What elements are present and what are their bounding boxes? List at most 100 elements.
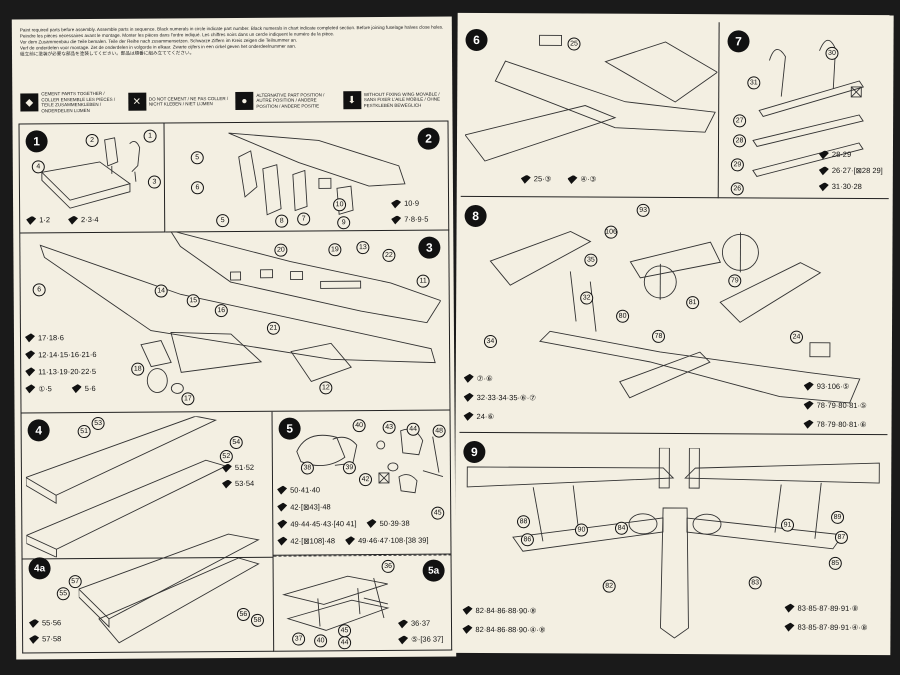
parts-text: 24·⑥ — [476, 411, 495, 422]
wing-fuselage-drawing — [464, 34, 718, 162]
legend-text: ALTERNATIVE PART POSITION / AUTRE POSITI… — [256, 92, 325, 109]
part-callout: 80 — [616, 309, 630, 323]
legend-item-cement: ◆CEMENT PARTS TOGETHER / COLLER ENSEMBLE… — [20, 85, 122, 120]
glue-icon — [25, 384, 35, 393]
step-9-parts-right: 83·85·87·89·91·⑧ 83·85·87·89·91·④·⑧ — [784, 599, 868, 637]
step-5-parts: 50·41·40 42·[⊠43]·48 49·44·45·43·[40 41]… — [277, 481, 429, 550]
parts-text: ①·5 — [38, 384, 52, 394]
glue-icon — [819, 150, 829, 159]
part-callout: 7 — [297, 212, 311, 226]
step-5a-panel: 5a 36 37 40 44 45 36·37 ⑤·[36 37] — [273, 554, 453, 652]
glue-icon — [819, 166, 829, 175]
parts-row: ⑦·⑥ — [464, 369, 536, 388]
parts-row: 82·84·86·88·90·④·⑧ — [462, 620, 546, 639]
part-callout: 20 — [274, 243, 288, 257]
parts-text: 55·56 — [41, 618, 62, 628]
part-callout: 45 — [431, 506, 445, 520]
part-callout: 28 — [732, 134, 747, 148]
part-callout: 44 — [406, 422, 420, 436]
glue-icon — [277, 486, 287, 495]
parts-text: 12·14·15·16·21·6 — [38, 349, 97, 360]
fuselage-half-drawing — [228, 132, 406, 216]
parts-text: 26·27·[⊠28 29] — [831, 165, 883, 176]
no-glue-icon: ✕ — [127, 92, 146, 111]
step-4a-panel: 4a 55 57 56 58 55·56 57·58 — [21, 533, 275, 654]
parts-row: 17·18·6 — [25, 329, 96, 346]
part-callout: 5 — [216, 214, 230, 228]
parts-text: 11·13·19·20·22·5 — [38, 366, 97, 377]
parts-row: 50·41·40 — [277, 481, 428, 499]
part-callout: 4 — [31, 160, 45, 174]
parts-row: 32·33·34·35·⑥·⑦ — [464, 388, 536, 407]
step-4a-parts: 55·56 57·58 — [29, 615, 61, 647]
part-callout: 36 — [381, 559, 395, 573]
part-callout: 13 — [356, 241, 370, 255]
glue-icon — [68, 216, 78, 225]
cockpit-floor-drawing — [40, 137, 141, 209]
part-callout: 22 — [382, 248, 396, 262]
glue-icon — [463, 606, 473, 615]
glue-icon — [391, 199, 401, 208]
parts-row: 51·52 — [222, 460, 254, 476]
part-callout: 54 — [229, 435, 243, 450]
part-callout: 56 — [236, 607, 250, 621]
part-callout: 51 — [77, 425, 91, 439]
glue-icon — [819, 182, 829, 191]
tail-assembly-drawing — [282, 575, 390, 631]
parts-text: 28·29 — [831, 149, 852, 159]
parts-row: 24·⑥ — [464, 407, 536, 426]
step-2-panel: 2 5 6 7 8 9 10 10·9 7·8·9·5 — [164, 120, 450, 233]
intro-text: Paint required parts before assembly. As… — [20, 25, 444, 58]
glue-icon — [277, 520, 287, 529]
glue-icon — [784, 623, 794, 632]
step-9-parts-left: 82·84·86·88·90·⑧ 82·84·86·88·90·④·⑧ — [462, 601, 546, 639]
glue-icon — [222, 480, 232, 489]
parts-text: 50·39·38 — [379, 518, 410, 528]
parts-row: 31·30·28 — [819, 179, 883, 195]
symbol-legend: ◆CEMENT PARTS TOGETHER / COLLER ENSEMBLE… — [20, 83, 444, 120]
glue-icon — [804, 382, 814, 391]
part-callout: 34 — [483, 335, 497, 349]
step-1-parts: 1·2 2·3·4 — [26, 212, 99, 229]
part-callout: 37 — [292, 632, 306, 646]
parts-text: 5·6 — [84, 383, 96, 394]
part-callout: 6 — [190, 181, 204, 195]
parts-text: 93·106·⑤ — [816, 381, 850, 391]
part-callout: 43 — [382, 420, 396, 434]
part-callout: 57 — [68, 575, 82, 589]
legend-text: DO NOT CEMENT / NE PAS COLLER / NICHT KL… — [148, 95, 229, 107]
part-callout: 32 — [580, 291, 594, 305]
parts-text: 49·44·45·43·[40 41] — [290, 519, 357, 529]
part-callout: 53 — [91, 416, 105, 430]
lower-wing-drawing — [78, 533, 260, 644]
glue-icon — [29, 635, 39, 644]
parts-text: 51·52 — [234, 462, 255, 472]
glue-icon: ◆ — [20, 93, 39, 112]
part-callout: 106 — [604, 225, 618, 239]
parts-text: 17·18·6 — [37, 333, 64, 343]
parts-text: 2·3·4 — [80, 214, 99, 225]
parts-text: 82·84·86·88·90·④·⑧ — [475, 624, 546, 635]
part-callout: 15 — [186, 294, 200, 308]
part-callout: 40 — [352, 419, 366, 433]
part-callout: 3 — [147, 175, 161, 189]
step-8-parts-left: ⑦·⑥ 32·33·34·35·⑥·⑦ 24·⑥ — [464, 369, 537, 426]
parts-row: ⑤·[36 37] — [398, 632, 443, 648]
part-callout: 45 — [338, 624, 352, 638]
legend-text: CEMENT PARTS TOGETHER / COLLER ENSEMBLE … — [41, 90, 116, 113]
parts-row: 49·44·45·43·[40 41] 50·39·38 — [277, 515, 428, 533]
part-callout: 5 — [190, 151, 204, 165]
glue-icon — [277, 537, 287, 546]
parts-row: 26·27·[⊠28 29] — [819, 163, 883, 179]
parts-row: 12·14·15·16·21·6 — [25, 346, 97, 363]
part-callout: 18 — [131, 362, 145, 376]
glue-icon — [464, 412, 474, 421]
glue-icon — [804, 401, 814, 410]
parts-text: ⑤·[36 37] — [411, 634, 444, 644]
glue-icon — [26, 216, 36, 225]
part-callout: 19 — [328, 243, 342, 257]
step-2-parts: 10·9 7·8·9·5 — [391, 196, 428, 228]
parts-text: 1·2 — [39, 215, 51, 225]
step-9-panel: 9 88 86 90 84 82 91 89 87 85 83 82·84·86… — [458, 433, 887, 647]
